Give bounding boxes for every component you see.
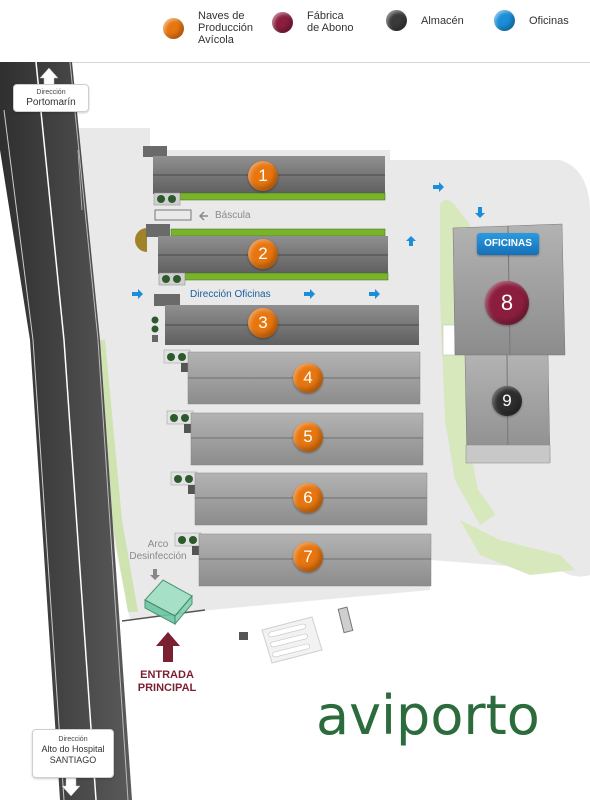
silo-icon <box>151 325 159 333</box>
oficinas-badge: OFICINAS <box>477 233 539 255</box>
green-area-bottom <box>460 520 575 575</box>
building-1-greenhouse <box>179 192 386 201</box>
parking-stripe <box>272 643 310 658</box>
silo-icon <box>157 195 165 203</box>
sign-portomarin-big: Portomarín <box>26 97 76 108</box>
parking-stripe <box>268 623 306 638</box>
arrow-right-icon <box>132 289 143 299</box>
silo-icon <box>168 195 176 203</box>
blue-dot-icon <box>494 10 515 31</box>
legend-label-oficinas: Oficinas <box>529 14 569 27</box>
bascula-label: Báscula <box>215 210 251 221</box>
bascula-arrow-icon <box>198 211 208 221</box>
parking-stripe <box>270 633 308 648</box>
sign-portomarin: Dirección Portomarín <box>13 84 89 112</box>
direction-arrows <box>132 182 485 299</box>
down-arrow-icon <box>61 777 81 797</box>
road-divider <box>77 149 83 211</box>
sign-santiago-big: SANTIAGO <box>49 755 97 765</box>
silo-tank <box>135 228 147 252</box>
building-9-marker: 9 <box>492 386 522 416</box>
sign-santiago-mid: Alto do Hospital <box>41 744 105 754</box>
silo-icon <box>151 316 159 324</box>
building-2-greenhouse <box>170 228 386 237</box>
building-8-marker: 8 <box>485 281 529 325</box>
direccion-oficinas-label: Dirección Oficinas <box>190 289 271 300</box>
arrow-down-icon <box>475 207 485 218</box>
bascula-scale <box>154 209 192 221</box>
sign-santiago-small: Dirección <box>58 736 88 743</box>
legend-label-fabrica: Fábrica de Abono <box>307 10 354 34</box>
maroon-dot-icon <box>272 11 293 33</box>
orange-dot-icon <box>163 17 184 39</box>
building-4 <box>163 349 421 405</box>
sign-portomarin-small: Dirección <box>36 89 66 96</box>
entrada-principal-label: ENTRADA PRINCIPAL <box>137 669 197 694</box>
container <box>337 606 354 634</box>
arrow-right-icon <box>433 182 444 192</box>
legend-label-almacen: Almacén <box>421 14 464 27</box>
silo-icon <box>162 275 170 283</box>
building-4-marker: 4 <box>293 363 323 393</box>
legend-label-naves: Naves de Producción Avícola <box>198 10 254 46</box>
building-6-marker: 6 <box>293 483 323 513</box>
building-3-hopper <box>152 335 158 342</box>
entrance-arrow-icon <box>156 632 180 662</box>
road <box>0 62 132 800</box>
aviporto-logo: aviporto <box>316 684 540 747</box>
building-3-marker: 3 <box>248 308 278 338</box>
building-5-marker: 5 <box>293 422 323 452</box>
sign-santiago: Dirección Alto do Hospital SANTIAGO <box>32 729 114 778</box>
legend: Naves de Producción Avícola Fábrica de A… <box>0 0 590 63</box>
legend-item-oficinas: Oficinas <box>494 10 569 31</box>
legend-item-naves: Naves de Producción Avícola <box>163 10 253 46</box>
road-centerline <box>35 61 97 800</box>
building-1-annex <box>143 146 167 157</box>
silo-icon <box>173 275 181 283</box>
building-3-annex <box>154 294 180 306</box>
legend-item-fabrica: Fábrica de Abono <box>272 10 354 34</box>
arrow-right-icon <box>304 289 315 299</box>
road-edge-line-left <box>3 109 65 800</box>
building-2-marker: 2 <box>248 239 278 269</box>
road-edge-line <box>69 61 129 800</box>
building-7-marker: 7 <box>293 542 323 572</box>
building-2-greenhouse-bottom <box>184 272 389 281</box>
green-strip-left <box>96 340 138 612</box>
disinfection-arch <box>144 579 193 626</box>
arco-label: Arco Desinfección <box>129 539 187 562</box>
arrow-up-icon <box>406 236 416 246</box>
building-2-annex <box>146 224 170 237</box>
arrow-right-icon <box>369 289 380 299</box>
arco-down-arrow-icon <box>150 569 160 580</box>
dark-dot-icon <box>386 10 407 31</box>
legend-item-almacen: Almacén <box>386 10 464 31</box>
small-hut <box>239 632 248 640</box>
building-1-marker: 1 <box>248 161 278 191</box>
